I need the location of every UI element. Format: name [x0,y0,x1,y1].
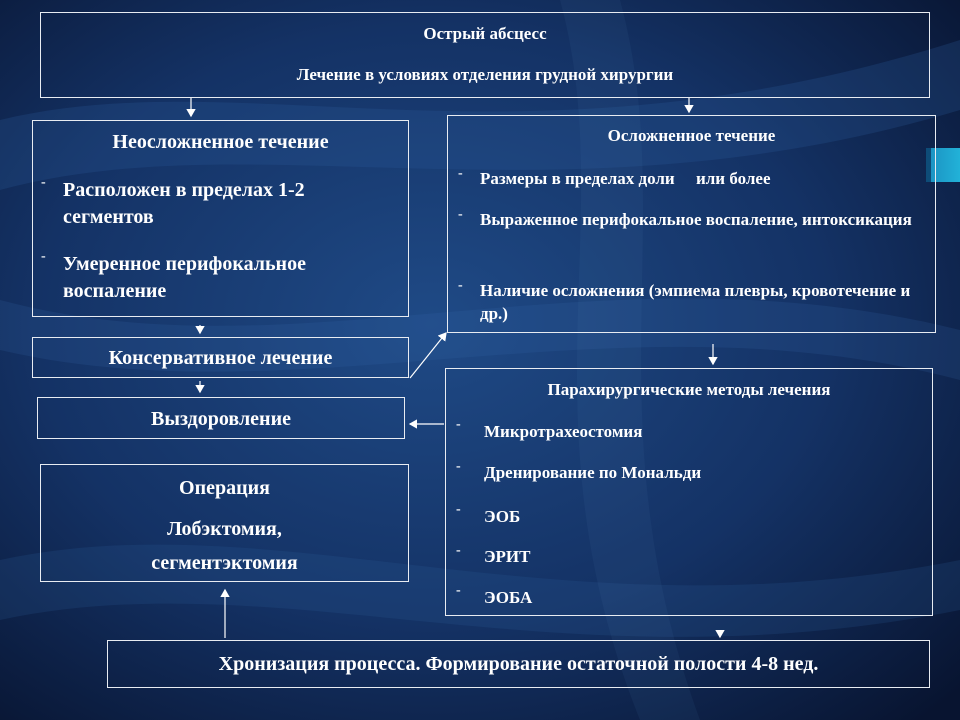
surgery-box: Операция Лобэктомия, сегментэктомия [40,464,409,582]
dash-marker: - [456,543,461,558]
uncomplicated-box: Неосложненное течение - Расположен в пре… [32,120,409,317]
chronic-box: Хронизация процесса. Формирование остато… [107,640,930,688]
parasurgical-box: Парахирургические методы лечения - Микро… [445,368,933,616]
parasurgical-title: Парахирургические методы лечения [547,380,831,399]
dash-marker: - [456,459,461,474]
dash-marker: - [456,417,461,432]
dash-marker: - [458,278,463,293]
complicated-box: Осложненное течение - Размеры в пределах… [447,115,936,333]
dash-marker: - [458,166,463,181]
uncomplicated-item: Расположен в пределах 1-2 сегментов [63,179,305,228]
recovery-box: Выздоровление [37,397,405,439]
parasurgical-item: ЭОБА [484,588,533,607]
recovery-label: Выздоровление [151,408,291,430]
chronic-label: Хронизация процесса. Формирование остато… [218,653,819,675]
parasurgical-item: Микротрахеостомия [484,422,643,441]
dash-marker: - [41,249,46,264]
uncomplicated-title: Неосложненное течение [112,131,329,153]
parasurgical-item: ЭРИТ [484,547,531,566]
conservative-label: Консервативное лечение [108,347,333,369]
complicated-item: Размеры в пределах доли или более [480,169,771,188]
dash-marker: - [456,583,461,598]
accent-square [926,148,960,182]
dash-marker: - [41,175,46,190]
dash-marker: - [458,207,463,222]
top-subtitle: Лечение в условиях отделения грудной хир… [296,65,674,84]
surgery-detail-line-2: сегментэктомия [151,552,298,574]
top-box: Острый абсцесс Лечение в условиях отделе… [40,12,930,98]
surgery-detail-line-1: Лобэктомия, [167,518,282,540]
parasurgical-item: ЭОБ [484,507,521,526]
dash-marker: - [456,502,461,517]
complicated-item: Наличие осложнения (эмпиема плевры, кров… [480,281,911,323]
complicated-item: Выраженное перифокальное воспаление, инт… [480,210,912,229]
top-title: Острый абсцесс [423,24,547,43]
conservative-box: Консервативное лечение [32,337,409,378]
parasurgical-item: Дренирование по Мональди [484,463,702,482]
uncomplicated-item: Умеренное перифокальное воспаление [63,253,306,302]
surgery-title: Операция [179,477,270,499]
complicated-title: Осложненное течение [607,126,776,145]
